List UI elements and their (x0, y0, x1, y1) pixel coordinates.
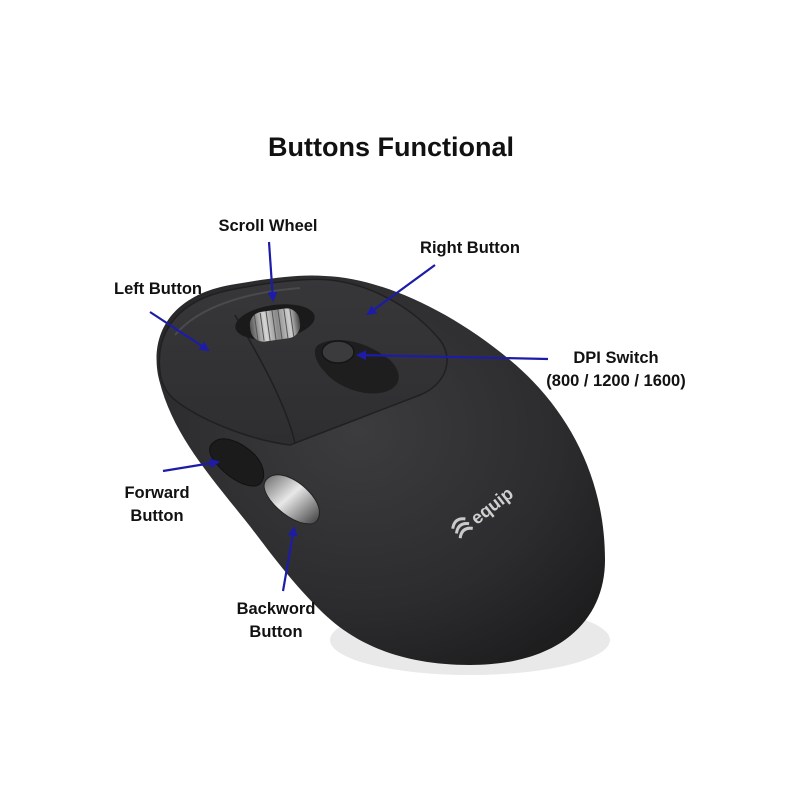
label-left-button-text: Left Button (114, 280, 202, 298)
label-backward-line1: Backword (236, 600, 316, 618)
shell-edge-highlight (174, 287, 301, 336)
label-right-button: Right Button (410, 237, 530, 260)
label-right-button-text: Right Button (420, 239, 520, 257)
callout-arrows (149, 241, 549, 592)
label-backward-button: Backword Button (222, 598, 330, 644)
label-scroll-wheel-text: Scroll Wheel (218, 217, 318, 235)
label-backward-line2: Button (249, 623, 303, 641)
label-forward-line2: Button (130, 507, 184, 525)
page-title: Buttons Functional (268, 132, 514, 162)
arrow-scroll-wheel (267, 241, 278, 302)
dpi-switch-button (321, 340, 355, 364)
label-left-button: Left Button (104, 278, 212, 301)
arrow-dpi-switch (356, 350, 549, 361)
label-forward-button: Forward Button (112, 482, 202, 528)
label-dpi-switch-line1: DPI Switch (573, 349, 659, 367)
forward-side-button (209, 438, 265, 487)
scroll-wheel (249, 308, 301, 342)
label-dpi-switch: DPI Switch (800 / 1200 / 1600) (532, 347, 700, 393)
arrow-left-button (149, 311, 210, 352)
arrow-right-button (366, 264, 436, 316)
backward-side-button (263, 474, 320, 525)
arrow-forward-button (162, 458, 220, 473)
arrow-backward-button (281, 526, 298, 592)
mouse-top-shell (158, 278, 448, 446)
label-scroll-wheel: Scroll Wheel (208, 215, 328, 238)
label-forward-line1: Forward (124, 484, 190, 502)
label-dpi-switch-line2: (800 / 1200 / 1600) (546, 372, 686, 390)
